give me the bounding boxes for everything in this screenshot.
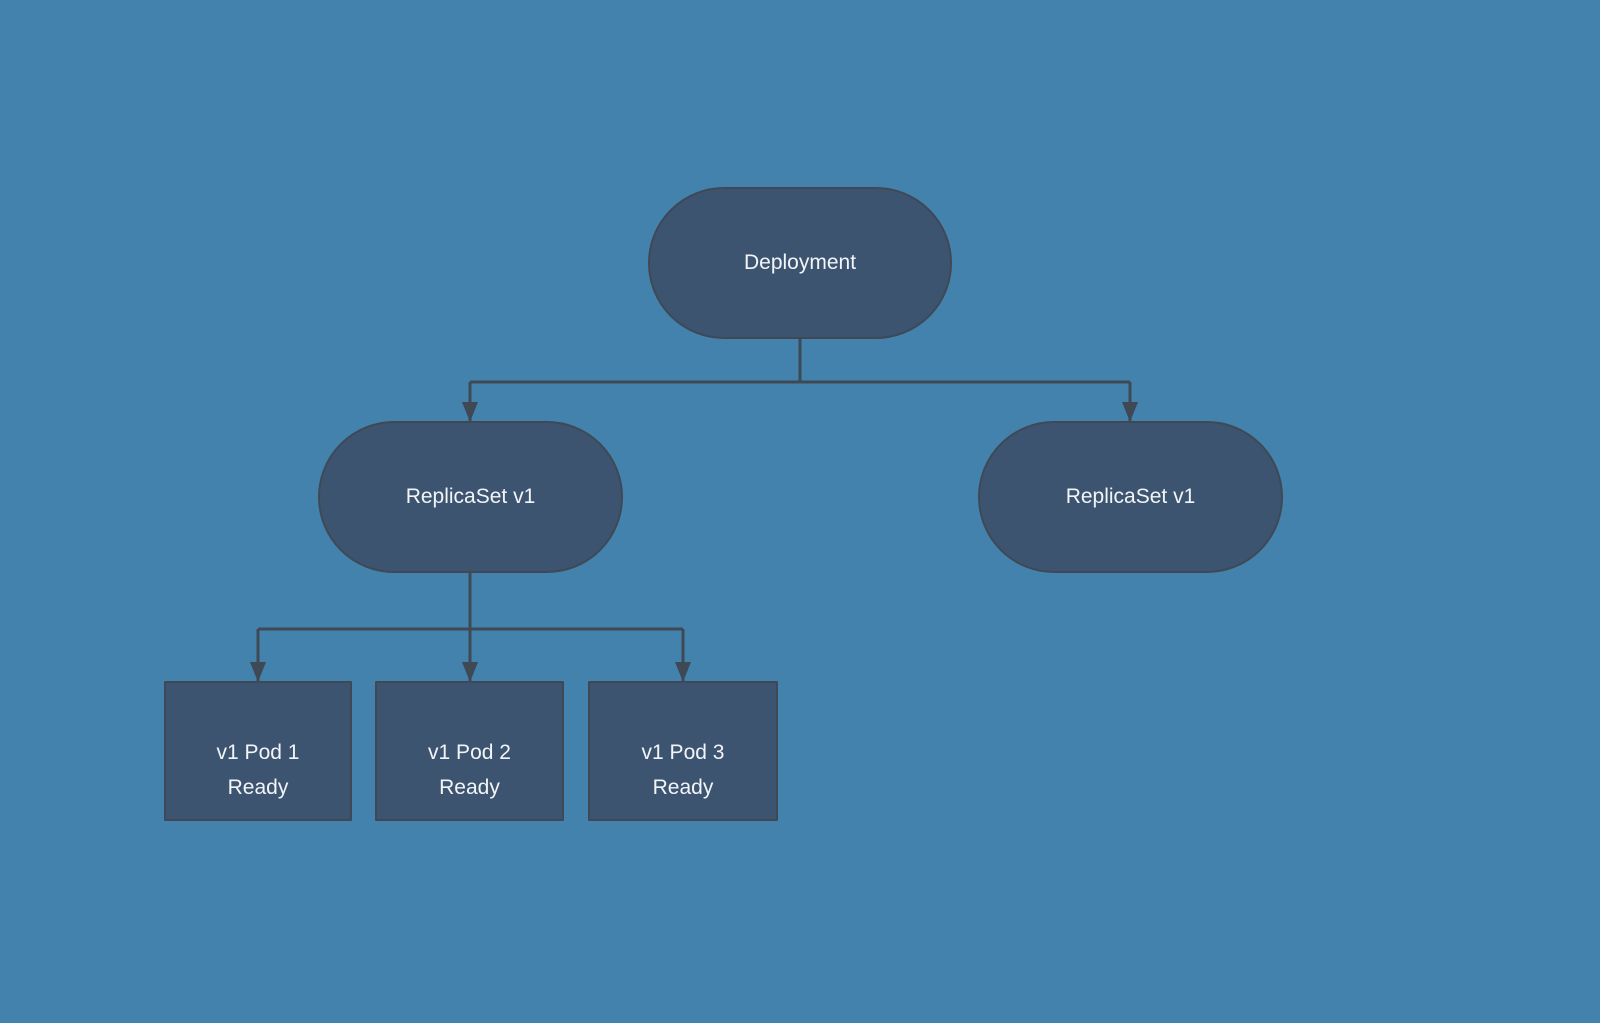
node-pod-3: v1 Pod 3 Ready bbox=[588, 681, 778, 821]
node-pod-2: v1 Pod 2 Ready bbox=[375, 681, 564, 821]
pod-3-label: v1 Pod 3 bbox=[641, 741, 725, 764]
pod-2-status: Ready bbox=[439, 776, 500, 799]
connector-replicaset-trunk bbox=[258, 573, 683, 631]
pod-3-status: Ready bbox=[652, 776, 714, 799]
node-deployment: Deployment bbox=[648, 187, 952, 339]
node-pod-1: v1 Pod 1 Ready bbox=[164, 681, 352, 821]
pod-1-status: Ready bbox=[227, 776, 289, 799]
node-replicaset-v1-left: ReplicaSet v1 bbox=[318, 421, 623, 573]
node-replicaset-v1-right: ReplicaSet v1 bbox=[978, 421, 1283, 573]
node-replicaset-left-label: ReplicaSet v1 bbox=[405, 485, 536, 508]
connector-deployment-trunk bbox=[470, 339, 1130, 384]
node-deployment-label: Deployment bbox=[743, 251, 857, 274]
node-replicaset-right-label: ReplicaSet v1 bbox=[1065, 485, 1196, 508]
pod-2-label: v1 Pod 2 bbox=[428, 741, 511, 764]
pod-1-label: v1 Pod 1 bbox=[216, 741, 300, 764]
